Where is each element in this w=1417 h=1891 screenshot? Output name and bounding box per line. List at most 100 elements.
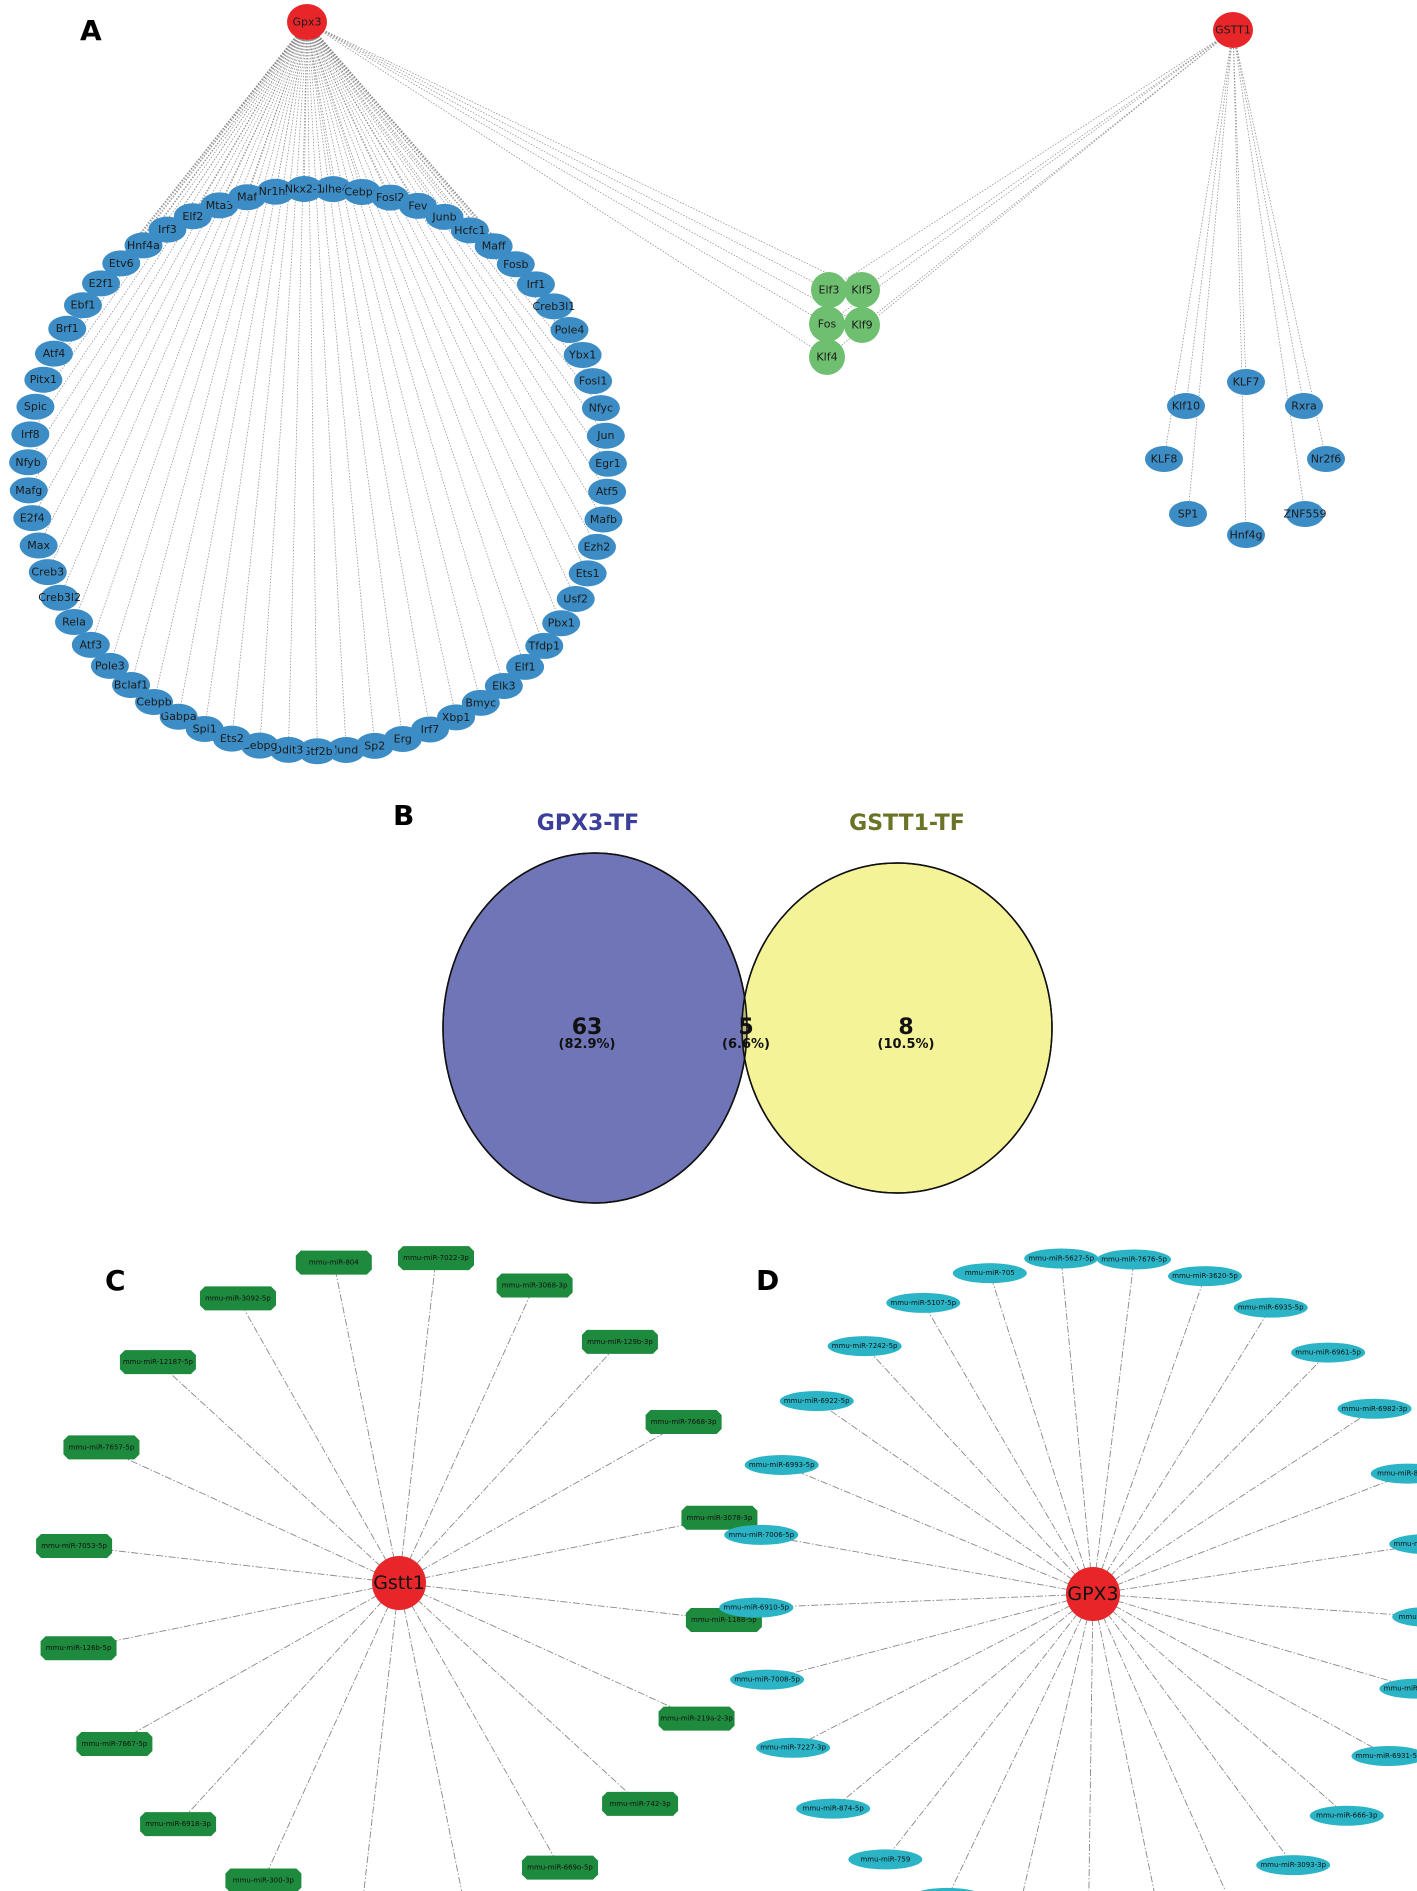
mirna-node-mmu-mir-7242-5p: mmu-miR-7242-5p bbox=[827, 1336, 902, 1357]
mirna-node-shape bbox=[1233, 1297, 1308, 1318]
panel-a-nodes: Bhlhe40CebpeFosl2FevJunbHcfc1MaffFosbIrf… bbox=[9, 4, 1345, 765]
tf-node-shape bbox=[285, 176, 324, 203]
venn-circle-gstt1-outline bbox=[741, 862, 1053, 1194]
mirna-node-mmu-mir-7227-3p: mmu-miR-7227-3p bbox=[756, 1737, 831, 1758]
tf-node-label: Elk3 bbox=[492, 679, 515, 692]
mirna-node-mmu-mir-6961-5p: mmu-miR-6961-5p bbox=[1291, 1342, 1366, 1363]
tf-node-label: Ets1 bbox=[576, 567, 600, 580]
edge-gpx3-cebpb bbox=[153, 21, 308, 703]
tf-node-shape bbox=[11, 421, 50, 448]
tf-node-shape bbox=[48, 315, 87, 342]
tf-node-ybx1: Ybx1 bbox=[563, 341, 602, 368]
tf-node-label: Klf10 bbox=[1172, 400, 1200, 413]
edge-gpx3-nkx2-1 bbox=[303, 21, 308, 190]
tf-node-jun: Jun bbox=[586, 422, 625, 449]
mirna-node-label: mmu-miR-3620-5p bbox=[1172, 1272, 1238, 1280]
edge-gpx3-rela bbox=[73, 21, 308, 623]
mirna-node-mmu-mir-12187-5p: mmu-miR-12187-5p bbox=[119, 1350, 196, 1375]
mirna-node-shape bbox=[1337, 1398, 1412, 1419]
mirna-node-label: mmu-miR-875-3p bbox=[1377, 1470, 1417, 1478]
tf-node-label: Gabpa bbox=[161, 710, 197, 723]
mirna-node-shape bbox=[645, 1409, 722, 1434]
edge-gpx3-maf bbox=[246, 21, 308, 198]
edge-gstt1-mmu-mir-129b-3p bbox=[398, 1341, 621, 1584]
mirna-node-mmu-mir-3078-3p: mmu-miR-3078-3p bbox=[681, 1505, 758, 1530]
edge-gstt1-mmu-mir-3068-3p bbox=[398, 1285, 536, 1584]
tf-node-shape bbox=[314, 176, 353, 203]
mirna-node-label: mmu-miR-320-3p bbox=[1399, 1613, 1417, 1621]
tf-node-label: Nr1h3 bbox=[259, 185, 293, 198]
tf-node-label: Pbx1 bbox=[548, 617, 575, 630]
mirna-node-shape bbox=[1309, 1805, 1384, 1826]
tf-node-brf1: Brf1 bbox=[48, 315, 87, 342]
tf-node-label: Fosb bbox=[503, 258, 528, 271]
tf-node-shape bbox=[525, 632, 564, 659]
tf-node-shape bbox=[1227, 369, 1265, 395]
tf-node-label: Mafb bbox=[590, 513, 617, 526]
mirna-node-label: mmu-miR-759 bbox=[860, 1855, 910, 1863]
tf-node-label: KLF7 bbox=[1233, 376, 1260, 389]
edge-gpx3-nr1h3 bbox=[275, 21, 308, 192]
mirna-node-shape bbox=[1291, 1342, 1366, 1363]
panel-c-edges bbox=[74, 1258, 724, 1891]
tf-node-label: E2f4 bbox=[20, 512, 45, 525]
tf-node-sp1: SP1 bbox=[1169, 501, 1207, 527]
edge-gstt1-elf3 bbox=[828, 29, 1234, 291]
edge-gpx3-xbp1 bbox=[306, 21, 457, 718]
mirna-node-shape bbox=[1351, 1745, 1417, 1766]
edge-gpx3-mmu-mir-3093-3p bbox=[1092, 1593, 1294, 1866]
edge-gstt1-mmu-mir-7657-5p bbox=[101, 1446, 400, 1584]
tf-node-label: KLF8 bbox=[1151, 453, 1178, 466]
mirna-node-shape bbox=[952, 1263, 1027, 1284]
mirna-node-label: mmu-miR-705 bbox=[965, 1269, 1015, 1277]
edge-gpx3-fosl2 bbox=[306, 21, 391, 198]
edge-gpx3-mta3 bbox=[219, 21, 308, 206]
edge-gpx3-mmu-mir-6935-5p bbox=[1092, 1307, 1272, 1595]
tf-node-label: Fosl2 bbox=[376, 191, 404, 204]
mirna-node-shape bbox=[827, 1336, 902, 1357]
shared-tf-node-fos: Fos bbox=[809, 306, 845, 342]
tf-node-shape bbox=[542, 610, 581, 637]
edge-gpx3-bhlhe40 bbox=[306, 21, 334, 190]
edge-gpx3-gtf2b bbox=[306, 21, 318, 752]
tf-node-label: Pole4 bbox=[555, 323, 585, 336]
tf-node-rxra: Rxra bbox=[1285, 393, 1323, 419]
tf-node-shape bbox=[63, 292, 102, 319]
edge-gpx3-maff bbox=[306, 21, 494, 247]
mirna-node-shape bbox=[796, 1798, 871, 1819]
hub-node-label: Gpx3 bbox=[292, 16, 321, 29]
mirna-node-mmu-mir-669o-5p: mmu-miR-669o-5p bbox=[522, 1855, 599, 1880]
venn-title-left: GPX3-TF bbox=[537, 811, 639, 836]
edge-gpx3-elf1 bbox=[306, 21, 526, 668]
tf-node-shape bbox=[584, 506, 623, 533]
tf-node-klf8: KLF8 bbox=[1145, 446, 1183, 472]
edge-gpx3-ets1 bbox=[306, 21, 589, 574]
tf-node-shape bbox=[577, 533, 616, 560]
edge-gstt1-klf5 bbox=[861, 29, 1234, 291]
mirna-node-label: mmu-miR-666-3p bbox=[1316, 1812, 1378, 1820]
edge-gpx3-hcfc1 bbox=[306, 21, 471, 231]
edge-gpx3-mmu-mir-12201-5p bbox=[1022, 1593, 1094, 1891]
edge-gpx3-mmu-mir-666-3p bbox=[1092, 1593, 1348, 1817]
panel-d-nodes: mmu-miR-7676-5pmmu-miR-3620-5pmmu-miR-69… bbox=[719, 1248, 1417, 1891]
edge-gstt1-mmu-mir-219a-2-3p bbox=[398, 1582, 697, 1720]
hub-node-gpx3: GPX3 bbox=[1066, 1567, 1120, 1621]
shared-tf-node-klf5: Klf5 bbox=[844, 272, 880, 308]
tf-node-shape bbox=[1169, 501, 1207, 527]
edge-gpx3-mmu-mir-6922-5p bbox=[816, 1400, 1094, 1595]
shared-tf-node-klf4: Klf4 bbox=[809, 339, 845, 375]
panel-a-edges bbox=[27, 21, 1327, 752]
mirna-node-label: mmu-miR-1188-5p bbox=[691, 1616, 757, 1624]
shared-tf-node-elf3: Elf3 bbox=[811, 272, 847, 308]
mirna-node-shape bbox=[724, 1524, 799, 1545]
edge-gpx3-mafg bbox=[28, 21, 308, 491]
mirna-node-shape bbox=[119, 1350, 196, 1375]
edge-gpx3-fos bbox=[306, 21, 828, 325]
mirna-node-mmu-mir-3093-3p: mmu-miR-3093-3p bbox=[1256, 1855, 1331, 1876]
tf-node-shape bbox=[102, 250, 141, 277]
tf-node-shape bbox=[19, 532, 58, 559]
mirna-node-shape bbox=[779, 1391, 854, 1412]
edge-gpx3-ybx1 bbox=[306, 21, 583, 356]
tf-node-label: Hnf4g bbox=[1229, 529, 1262, 542]
edge-gpx3-mmu-mir-5627-5p bbox=[1060, 1258, 1094, 1595]
